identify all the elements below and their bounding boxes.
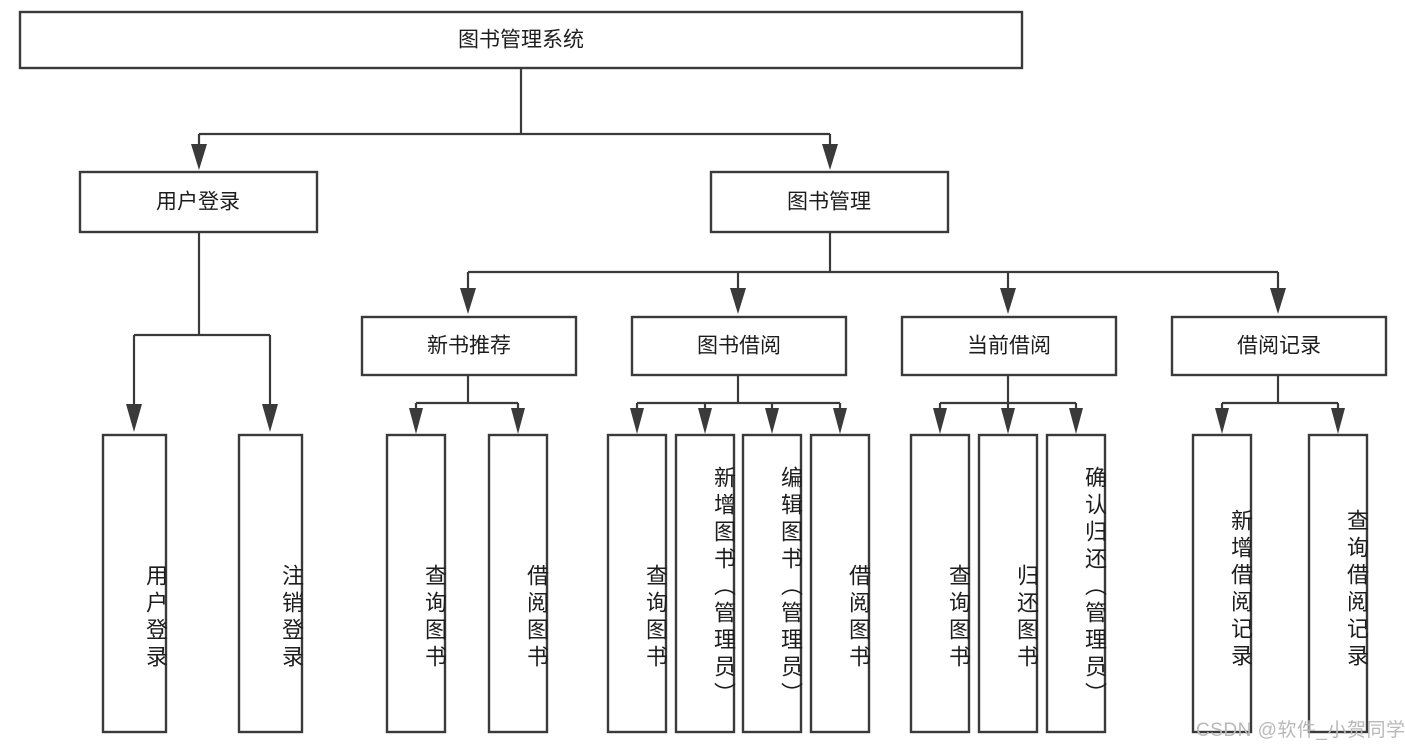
leaf-box-query-book-2[interactable] — [606, 433, 668, 734]
node-borrow-record-label: 借阅记录 — [1237, 335, 1321, 358]
node-root[interactable]: 图书管理系统 — [18, 10, 1024, 70]
edges-current-borrow-to-leaves — [933, 375, 1083, 434]
node-current-borrow-label: 当前借阅 — [967, 335, 1051, 358]
leaf-box-logout[interactable] — [237, 433, 304, 734]
arrow-bm-to-current-borrow — [1000, 288, 1016, 314]
arrow-cb-leaf2 — [1001, 408, 1015, 434]
arrow-bm-to-new-book — [460, 288, 476, 314]
edges-root-to-level2 — [191, 68, 838, 170]
leaf-box-user-login[interactable] — [101, 433, 168, 734]
arrow-cb-leaf3 — [1069, 408, 1083, 434]
arrow-nb-leaf1 — [409, 408, 423, 434]
edges-borrow-record-to-leaves — [1215, 375, 1345, 434]
arrow-bb-leaf1 — [630, 408, 644, 434]
node-root-label: 图书管理系统 — [458, 29, 584, 52]
arrow-br-leaf1 — [1215, 408, 1229, 434]
node-user-login[interactable]: 用户登录 — [78, 170, 319, 234]
node-new-book-recommend-box[interactable] — [360, 315, 578, 377]
arrow-nb-leaf2 — [511, 408, 525, 434]
watermark-text: CSDN @软件_小贺同学 — [1196, 720, 1405, 741]
node-book-borrow-label: 图书借阅 — [697, 335, 781, 358]
node-book-management[interactable]: 图书管理 — [709, 170, 950, 234]
node-user-login-label: 用户登录 — [156, 191, 240, 214]
node-current-borrow-box[interactable] — [900, 315, 1118, 377]
node-new-book-recommend-label: 新书推荐 — [427, 335, 511, 358]
leaf-box-edit-book[interactable] — [741, 433, 803, 734]
node-book-management-box[interactable] — [709, 170, 950, 234]
arrow-user-login-to-leaf1 — [126, 404, 142, 432]
arrow-cb-leaf1 — [933, 408, 947, 434]
arrow-root-to-book-management — [822, 144, 838, 170]
leaf-box-borrow-book-1[interactable] — [487, 433, 549, 734]
arrow-root-to-user-login — [191, 144, 207, 170]
arrow-user-login-to-leaf2 — [262, 404, 278, 432]
leaf-box-query-record[interactable] — [1307, 433, 1369, 734]
arrow-bb-leaf4 — [833, 408, 847, 434]
arrow-bb-leaf3 — [765, 408, 779, 434]
leaf-box-add-record[interactable] — [1191, 433, 1253, 734]
node-borrow-record-box[interactable] — [1170, 315, 1388, 377]
leaf-box-query-book-3[interactable] — [909, 433, 971, 734]
node-book-management-label: 图书管理 — [787, 191, 871, 214]
leaf-box-add-book[interactable] — [674, 433, 736, 734]
leaf-box-query-book-1[interactable] — [385, 433, 447, 734]
node-user-login-box[interactable] — [78, 170, 319, 234]
leaf-boxes — [101, 433, 1369, 734]
arrow-bb-leaf2 — [698, 408, 712, 434]
arrow-bm-to-book-borrow — [730, 288, 746, 314]
edges-new-book-to-leaves — [409, 375, 525, 434]
node-new-book-recommend[interactable]: 新书推荐 — [360, 315, 578, 377]
leaf-box-return-book[interactable] — [977, 433, 1039, 734]
node-borrow-record[interactable]: 借阅记录 — [1170, 315, 1388, 377]
node-root-box[interactable] — [18, 10, 1024, 70]
node-book-borrow-box[interactable] — [630, 315, 848, 377]
leaf-box-borrow-book-2[interactable] — [809, 433, 871, 734]
node-book-borrow[interactable]: 图书借阅 — [630, 315, 848, 377]
leaf-box-confirm-return[interactable] — [1045, 433, 1107, 734]
arrow-bm-to-borrow-record — [1270, 288, 1286, 314]
arrow-br-leaf2 — [1331, 408, 1345, 434]
edges-book-management-to-level3 — [460, 232, 1286, 314]
node-current-borrow[interactable]: 当前借阅 — [900, 315, 1118, 377]
edges-user-login-to-leaves — [126, 232, 278, 432]
edges-book-borrow-to-leaves — [630, 375, 847, 434]
